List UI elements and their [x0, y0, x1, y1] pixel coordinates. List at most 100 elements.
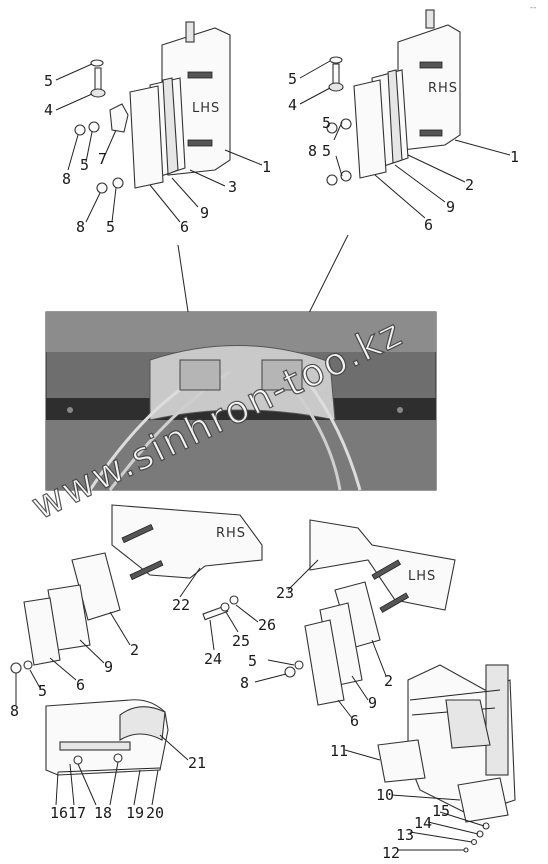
callout-21: 21	[188, 754, 206, 772]
panel-22-rhs	[111, 504, 263, 579]
fastener-18a	[73, 755, 83, 765]
callout-24: 24	[204, 650, 222, 668]
callout-2: 2	[465, 176, 474, 194]
washer-5-right	[294, 660, 304, 670]
corner-mark: --	[530, 3, 537, 13]
side-label-rhs-bottom: RHS	[216, 526, 246, 541]
callout-25: 25	[232, 632, 250, 650]
vehicle-photo	[45, 311, 437, 491]
nut-8-lower-rhs	[326, 174, 338, 186]
callout-9: 9	[104, 658, 113, 676]
callout-5: 5	[288, 70, 297, 88]
detail-step-bar: 21 16 17 18 19 20	[45, 699, 206, 822]
callout-4: 4	[288, 96, 297, 114]
callout-14: 14	[414, 814, 432, 832]
panel-23-lhs	[309, 519, 456, 611]
callout-10: 10	[376, 786, 394, 804]
callout-23: 23	[276, 584, 294, 602]
plate-6-right	[304, 619, 345, 706]
side-label-lhs-top: LHS	[192, 101, 220, 116]
assembly-bottom: RHS LHS	[10, 504, 456, 730]
callout-8: 8	[308, 142, 317, 160]
washer-26	[229, 595, 239, 605]
screw-12	[463, 847, 469, 853]
callout-19: 19	[126, 804, 144, 822]
detail-lamp-assembly: 11 10 15 14 13 12	[330, 664, 516, 862]
callout-17: 17	[68, 804, 86, 822]
nut-8-upper-lhs	[74, 124, 86, 136]
callout-2: 2	[130, 641, 139, 659]
callout-15: 15	[432, 802, 450, 820]
callout-6: 6	[180, 218, 189, 236]
upright-bracket	[485, 664, 509, 776]
bracket-stud	[185, 21, 195, 43]
plate-6-rhs	[353, 79, 387, 179]
assembly-top-right: RHS 1 2 4 5 5 5 6 8 9	[288, 9, 519, 234]
nut-8-upper-rhs	[326, 122, 338, 134]
lamp-lens-11	[377, 739, 426, 783]
nut-13	[470, 838, 478, 846]
callout-1: 1	[262, 158, 271, 176]
washer-5-upper-lhs	[88, 121, 100, 133]
plate-6-left	[23, 597, 61, 666]
washer-5-lower-rhs	[340, 170, 352, 182]
fastener-18b	[113, 753, 123, 763]
nut-8-right	[284, 666, 296, 678]
clip-7-lhs	[109, 103, 129, 133]
washer-5-left	[23, 660, 33, 670]
spacer-9-rhs	[387, 69, 403, 164]
callout-9: 9	[368, 694, 377, 712]
assembly-top-left: LHS 1 3 4 5 5 5 6 7 8 8 9	[44, 21, 271, 236]
bar-17	[59, 741, 131, 751]
bolt-4-rhs	[332, 63, 340, 85]
cover-21	[119, 706, 166, 741]
callout-18: 18	[94, 804, 112, 822]
callout-5: 5	[44, 72, 53, 90]
side-label-rhs-top: RHS	[428, 81, 458, 96]
callout-5: 5	[322, 114, 331, 132]
callout-16: 16	[50, 804, 68, 822]
bracket-thread-lower	[187, 139, 213, 147]
callout-8: 8	[240, 674, 249, 692]
callout-5: 5	[80, 156, 89, 174]
washer-5-lower-lhs	[112, 177, 124, 189]
callout-22: 22	[172, 596, 190, 614]
callout-9: 9	[200, 204, 209, 222]
bolt-head-4-rhs	[328, 82, 344, 92]
callout-6: 6	[424, 216, 433, 234]
bracket-thread-upper	[419, 61, 443, 69]
nut-8-lower-lhs	[96, 182, 108, 194]
callout-8: 8	[76, 218, 85, 236]
side-label-lhs-bottom: LHS	[408, 569, 436, 584]
callout-5: 5	[106, 218, 115, 236]
washer-5-top-rhs	[329, 56, 343, 64]
bracket-stud	[425, 9, 435, 29]
mount-block	[445, 699, 491, 749]
bolt-head-4-lhs	[90, 88, 106, 98]
bolt-4-lhs	[94, 67, 102, 91]
callout-13: 13	[396, 826, 414, 844]
nut-8-left	[10, 662, 22, 674]
callout-2: 2	[384, 672, 393, 690]
callout-5: 5	[248, 652, 257, 670]
callout-12: 12	[382, 844, 400, 862]
callout-3: 3	[228, 178, 237, 196]
plate-3-lhs	[162, 77, 179, 175]
callout-5: 5	[322, 142, 331, 160]
washer-5-upper-rhs	[340, 118, 352, 130]
callout-11: 11	[330, 742, 348, 760]
lamp-body-10	[457, 777, 509, 823]
callout-5: 5	[38, 682, 47, 700]
plate-6-lhs	[129, 85, 164, 189]
callout-1: 1	[510, 148, 519, 166]
callout-8: 8	[10, 702, 19, 720]
callout-7: 7	[98, 150, 107, 168]
bracket-thread-lower	[419, 129, 443, 137]
washer-5-top-lhs	[90, 59, 104, 67]
callout-4: 4	[44, 101, 53, 119]
bracket-thread-upper	[187, 71, 213, 79]
callout-20: 20	[146, 804, 164, 822]
callout-6: 6	[350, 712, 359, 730]
callout-9: 9	[446, 198, 455, 216]
